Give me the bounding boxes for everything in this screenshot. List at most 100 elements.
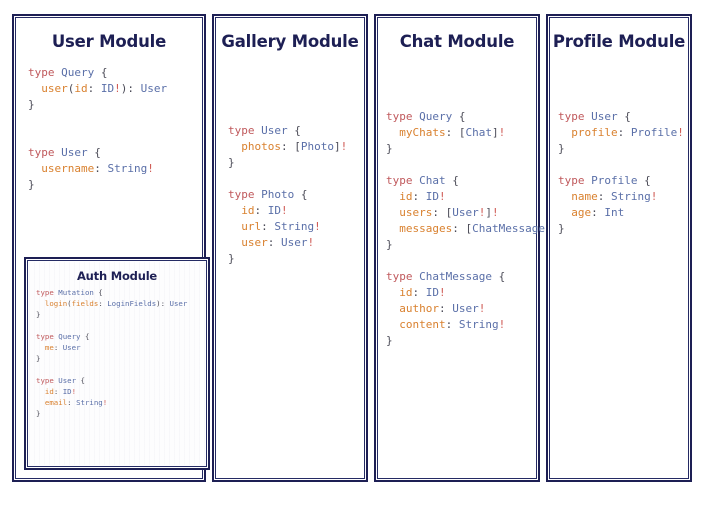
code-line: }: [28, 97, 204, 113]
code-line: }: [228, 155, 366, 171]
code-line: }: [386, 333, 538, 349]
code-token: }: [386, 238, 393, 251]
code-line: [558, 157, 690, 173]
code-token: photos: [241, 140, 281, 153]
code-line: name: String!: [558, 189, 690, 205]
code-token: [36, 343, 45, 352]
code-token: [228, 220, 241, 233]
code-token: !: [439, 286, 446, 299]
code-token: type: [36, 332, 59, 341]
code-token: ]: [334, 140, 341, 153]
code-token: User: [169, 299, 188, 308]
code-token: ]: [491, 126, 499, 139]
code-token: messages: [399, 222, 453, 235]
code-token: ID: [62, 387, 72, 396]
code-token: !: [314, 220, 321, 233]
code-token: email: [44, 398, 68, 407]
code-token: User: [62, 343, 81, 352]
code-token: type: [28, 66, 62, 79]
code-token: [28, 82, 41, 95]
code-token: Profile: [630, 126, 678, 139]
code-token: !: [307, 236, 315, 249]
code-token: :: [267, 236, 281, 249]
code-token: type: [386, 174, 420, 187]
code-token: [386, 302, 399, 315]
code-token: username: [41, 162, 95, 175]
card-profile-module[interactable]: Profile Module type User { profile: Prof…: [546, 14, 692, 482]
code-token: Query: [419, 110, 453, 123]
code-token: !: [498, 318, 506, 331]
card-gallery-module[interactable]: Gallery Module type User { photos: [Phot…: [212, 14, 368, 482]
code-token: Chat: [465, 126, 492, 139]
code-token: url: [241, 220, 262, 233]
code-token: !: [281, 204, 288, 217]
code-line: }: [36, 353, 208, 364]
code-token: id: [74, 82, 88, 95]
code-token: (: [67, 82, 75, 95]
code-token: User: [61, 146, 88, 159]
code-token: ID: [267, 204, 281, 217]
code-token: :: [591, 206, 605, 219]
code-token: type: [386, 270, 420, 283]
code-token: !: [340, 140, 348, 153]
code-token: :: [94, 162, 108, 175]
code-token: :: [261, 220, 275, 233]
card-chat-module[interactable]: Chat Module type Query { myChats: [Chat]…: [374, 14, 558, 482]
code-token: : [: [445, 126, 466, 139]
code-token: [36, 398, 45, 407]
code-token: type: [36, 288, 59, 297]
card-title-user-module: User Module: [51, 32, 167, 51]
code-token: String: [458, 318, 499, 331]
code-token: String: [274, 220, 315, 233]
code-line: }: [228, 251, 366, 267]
code-token: {: [445, 174, 459, 187]
code-line: type Query {: [386, 109, 538, 125]
code-token: String: [76, 398, 103, 407]
card-user-module[interactable]: User Module type Query { user(id: ID!): …: [12, 14, 210, 482]
code-token: [228, 204, 241, 217]
code-token: {: [76, 376, 85, 385]
code-token: [386, 286, 399, 299]
code-token: [386, 206, 399, 219]
code-token: {: [637, 174, 651, 187]
code-token: :: [597, 190, 611, 203]
code-token: id: [44, 387, 54, 396]
code-token: type: [558, 110, 592, 123]
code-token: profile: [571, 126, 618, 139]
code-token: :: [98, 299, 108, 308]
code-token: {: [294, 188, 308, 201]
code-token: me: [44, 343, 54, 352]
code-line: }: [558, 141, 690, 157]
code-token: [386, 126, 399, 139]
code-line: }: [28, 177, 204, 193]
code-token: :: [53, 343, 63, 352]
code-token: [28, 162, 41, 175]
code-token: Photo: [261, 188, 295, 201]
code-token: LoginFields: [107, 299, 157, 308]
code-line: type Profile {: [558, 173, 690, 189]
code-line: login(fields: LoginFields): User: [36, 298, 208, 309]
code-token: :: [412, 286, 426, 299]
code-token: Chat: [419, 174, 446, 187]
code-line: me: User: [36, 342, 208, 353]
code-token: User: [140, 82, 168, 95]
code-token: }: [28, 178, 35, 191]
code-token: users: [399, 206, 433, 219]
code-token: }: [228, 156, 235, 169]
code-line: id: ID!: [386, 189, 538, 205]
code-token: Query: [58, 332, 81, 341]
card-auth-module[interactable]: Auth Module type Mutation { login(fields…: [24, 257, 210, 470]
code-line: }: [36, 309, 208, 320]
code-line: type Chat {: [386, 173, 538, 189]
code-line: type Query {: [28, 65, 204, 81]
code-token: User: [591, 110, 618, 123]
code-token: String: [107, 162, 148, 175]
code-token: :: [87, 82, 101, 95]
code-line: messages: [ChatMessage]!: [386, 221, 558, 237]
code-token: type: [558, 174, 592, 187]
code-line: }: [386, 141, 538, 157]
code-token: [558, 206, 571, 219]
code-token: !: [478, 206, 486, 219]
code-token: id: [399, 190, 413, 203]
code-token: {: [93, 288, 103, 297]
